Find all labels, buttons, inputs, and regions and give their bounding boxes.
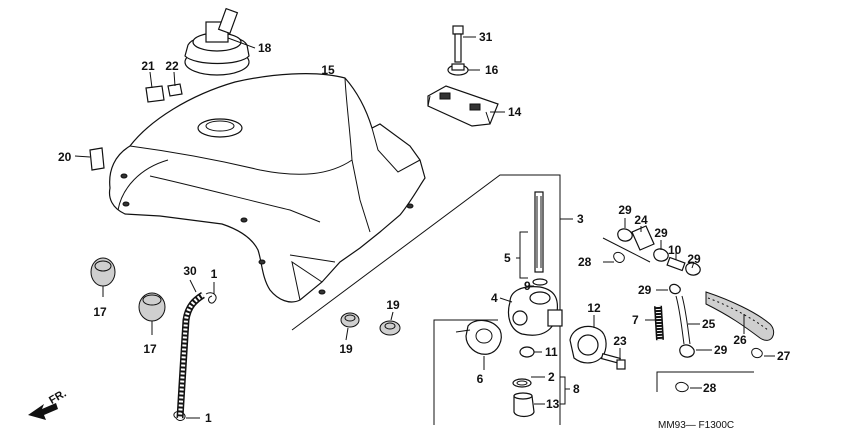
label-23: 23	[613, 334, 627, 348]
label-13: 13	[546, 397, 560, 411]
fuel-valve-assembly	[455, 191, 570, 418]
label-27: 27	[777, 349, 791, 363]
label-15: 15	[321, 63, 335, 77]
label-20: 20	[58, 150, 72, 164]
label-16: 16	[485, 63, 499, 77]
left-small-parts	[90, 257, 217, 421]
label-22: 22	[165, 59, 179, 73]
decals	[74, 71, 183, 171]
label-1b: 1	[205, 411, 212, 425]
valve-knob-and-screw	[569, 315, 626, 370]
grommets	[340, 311, 401, 341]
right-hoses-clips	[602, 218, 775, 393]
label-17a: 17	[93, 305, 107, 319]
label-21: 21	[141, 59, 155, 73]
label-29c: 29	[687, 252, 701, 266]
label-29b: 29	[654, 226, 668, 240]
label-24: 24	[634, 213, 648, 227]
label-30: 30	[183, 264, 197, 278]
label-29d: 29	[638, 283, 652, 297]
label-19a: 19	[339, 342, 353, 356]
label-4: 4	[491, 291, 498, 305]
front-direction-label: FR.	[47, 388, 68, 407]
label-8: 8	[573, 382, 580, 396]
label-25: 25	[702, 317, 716, 331]
fuel-cap	[184, 7, 256, 76]
part-labels: 1 1 2 3 4 5 6 7 8 9 10 11 12 13 14 15 16…	[58, 30, 791, 425]
diagram-code: MM93— F1300C	[658, 420, 734, 431]
label-7: 7	[632, 313, 639, 327]
label-9: 9	[524, 279, 531, 293]
label-6: 6	[477, 372, 484, 386]
label-19b: 19	[386, 298, 400, 312]
front-direction-arrow	[28, 403, 58, 420]
label-29a: 29	[618, 203, 632, 217]
mounting-bolt-collar-bracket	[427, 25, 505, 127]
label-3: 3	[577, 212, 584, 226]
label-28b: 28	[703, 381, 717, 395]
label-31: 31	[479, 30, 493, 44]
label-1a: 1	[211, 267, 218, 281]
label-29e: 29	[714, 343, 728, 357]
group-leader-lines	[291, 174, 573, 425]
label-12: 12	[587, 301, 601, 315]
label-26: 26	[733, 333, 747, 347]
label-18: 18	[258, 41, 272, 55]
label-14: 14	[508, 105, 522, 119]
fuel-tank	[108, 73, 426, 303]
label-2: 2	[548, 370, 555, 384]
label-28a: 28	[578, 255, 592, 269]
label-17b: 17	[143, 342, 157, 356]
label-10: 10	[668, 243, 682, 257]
label-11: 11	[545, 345, 558, 359]
label-5: 5	[504, 251, 511, 265]
